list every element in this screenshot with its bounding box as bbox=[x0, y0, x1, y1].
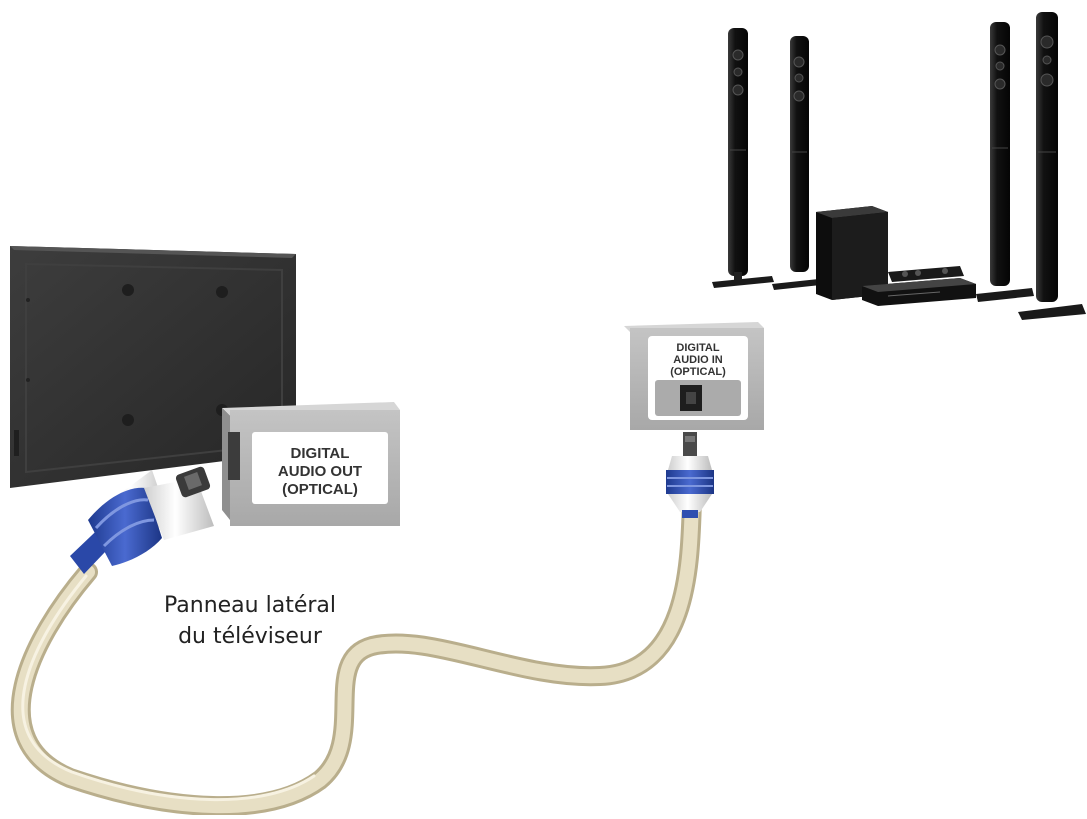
receiver-port-label-line-1: DIGITAL bbox=[676, 342, 719, 354]
receiver-port-label-line-2: AUDIO IN bbox=[673, 354, 723, 366]
home-theater-speakers-icon bbox=[712, 12, 1086, 320]
speaker-front-right bbox=[1018, 12, 1086, 320]
tv-optical-port-box: DIGITAL AUDIO OUT (OPTICAL) bbox=[222, 402, 400, 526]
tv-port-label-line-2: AUDIO OUT bbox=[278, 463, 362, 480]
subwoofer bbox=[816, 206, 888, 300]
tv-port-label-line-3: (OPTICAL) bbox=[282, 481, 358, 498]
optical-cable-icon bbox=[10, 490, 702, 817]
speaker-rear-right bbox=[976, 22, 1034, 302]
tv-side-panel-caption: Panneau latéral du téléviseur bbox=[120, 590, 380, 652]
speaker-rear-left bbox=[772, 36, 830, 290]
tv-port-label-line-1: DIGITAL bbox=[291, 445, 350, 462]
speaker-front-left bbox=[712, 28, 774, 288]
av-receiver bbox=[862, 266, 976, 306]
tv-side-panel-caption-line-2: du téléviseur bbox=[178, 624, 322, 649]
tv-side-panel-caption-line-1: Panneau latéral bbox=[164, 593, 336, 618]
receiver-side-optical-connector bbox=[666, 432, 714, 518]
receiver-optical-port-box: DIGITAL AUDIO IN (OPTICAL) bbox=[624, 322, 764, 430]
receiver-port-label-line-3: (OPTICAL) bbox=[670, 366, 726, 378]
tv-side-optical-connector bbox=[70, 466, 214, 574]
